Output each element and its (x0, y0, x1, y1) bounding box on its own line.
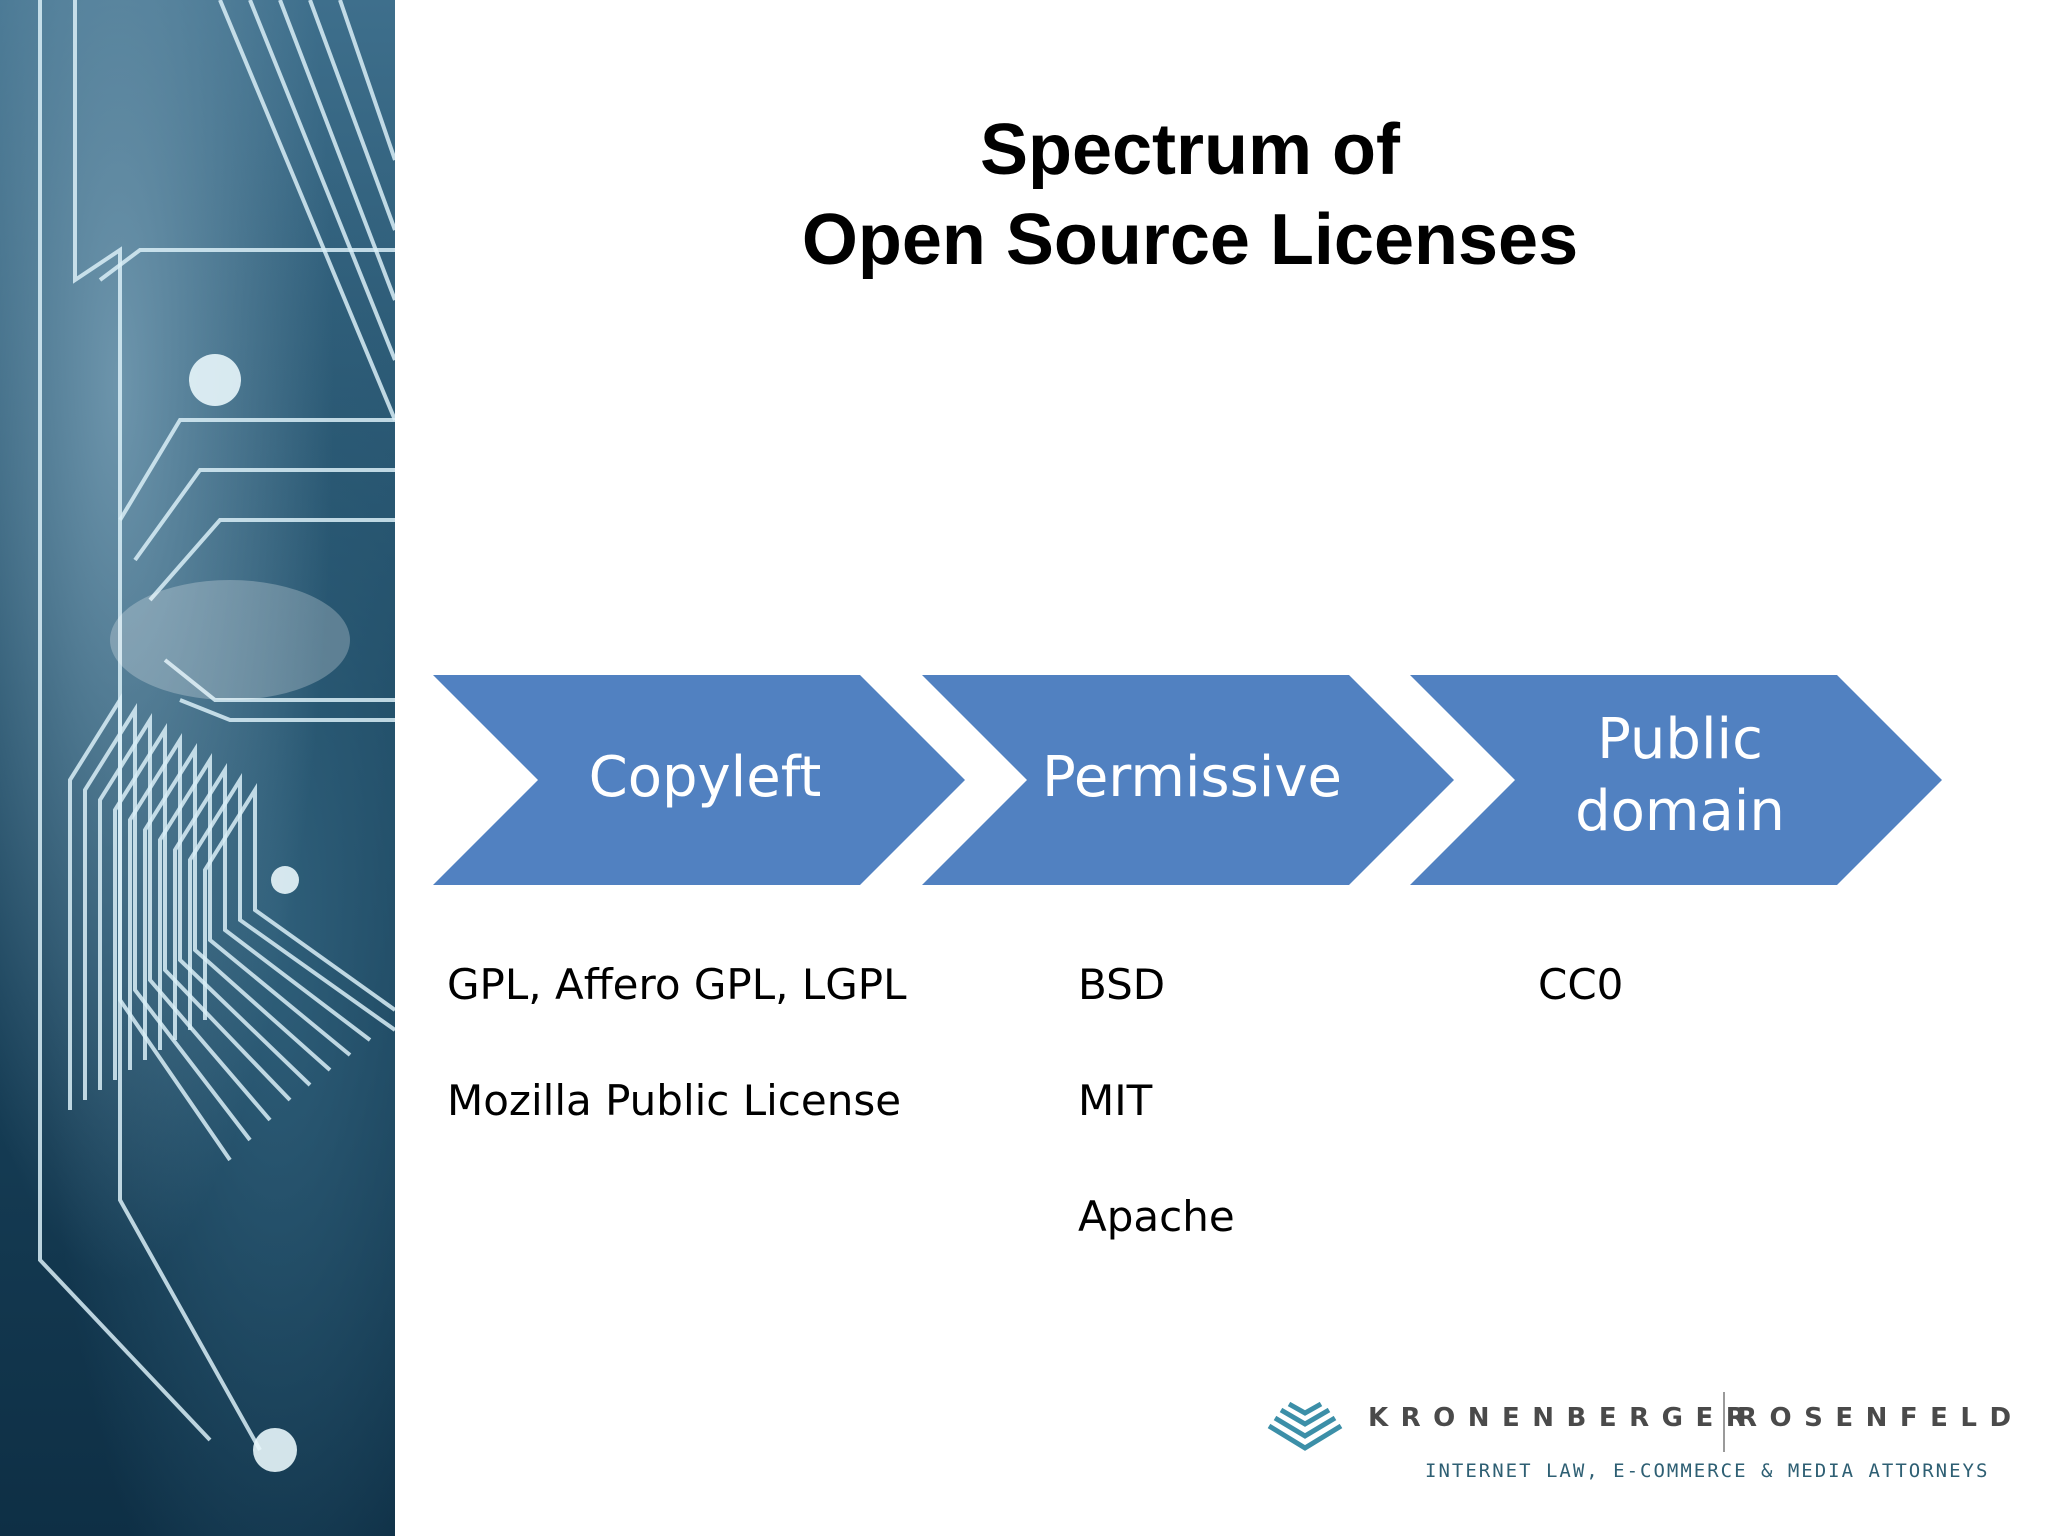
license-mit: MIT (1078, 1076, 1153, 1125)
chevron-label-line: domain (1575, 779, 1785, 844)
title-line-1: Spectrum of (979, 110, 1401, 190)
chevron-copyleft (433, 675, 965, 885)
title-line-2: Open Source Licenses (801, 200, 1579, 280)
firm-logo-icon (1267, 1401, 1343, 1451)
firm-name-left: KRONENBERGER (1368, 1403, 1759, 1433)
chevron-label-permissive: Permissive (1032, 742, 1352, 814)
license-cc0: CC0 (1538, 960, 1624, 1009)
license-gpl-family: GPL, Affero GPL, LGPL (447, 960, 907, 1009)
chevron-label-public-domain: Public domain (1520, 704, 1840, 848)
chevron-label-copyleft: Copyleft (545, 742, 865, 814)
logo-divider (1723, 1392, 1725, 1452)
slide-title: Spectrum of Open Source Licenses (690, 105, 1690, 285)
firm-name-right: ROSENFELD (1737, 1403, 2024, 1433)
chevron-public-domain (1410, 675, 1942, 885)
license-bsd: BSD (1078, 960, 1166, 1009)
chevron-label-line: Permissive (1042, 745, 1342, 810)
license-apache: Apache (1078, 1192, 1235, 1241)
circuit-board-image (0, 0, 395, 1536)
chevron-permissive (922, 675, 1454, 885)
chevron-label-line: Copyleft (588, 745, 822, 810)
chevron-label-line: Public (1597, 707, 1763, 772)
license-mozilla: Mozilla Public License (447, 1076, 902, 1125)
firm-tagline: INTERNET LAW, E-COMMERCE & MEDIA ATTORNE… (1425, 1460, 1990, 1482)
